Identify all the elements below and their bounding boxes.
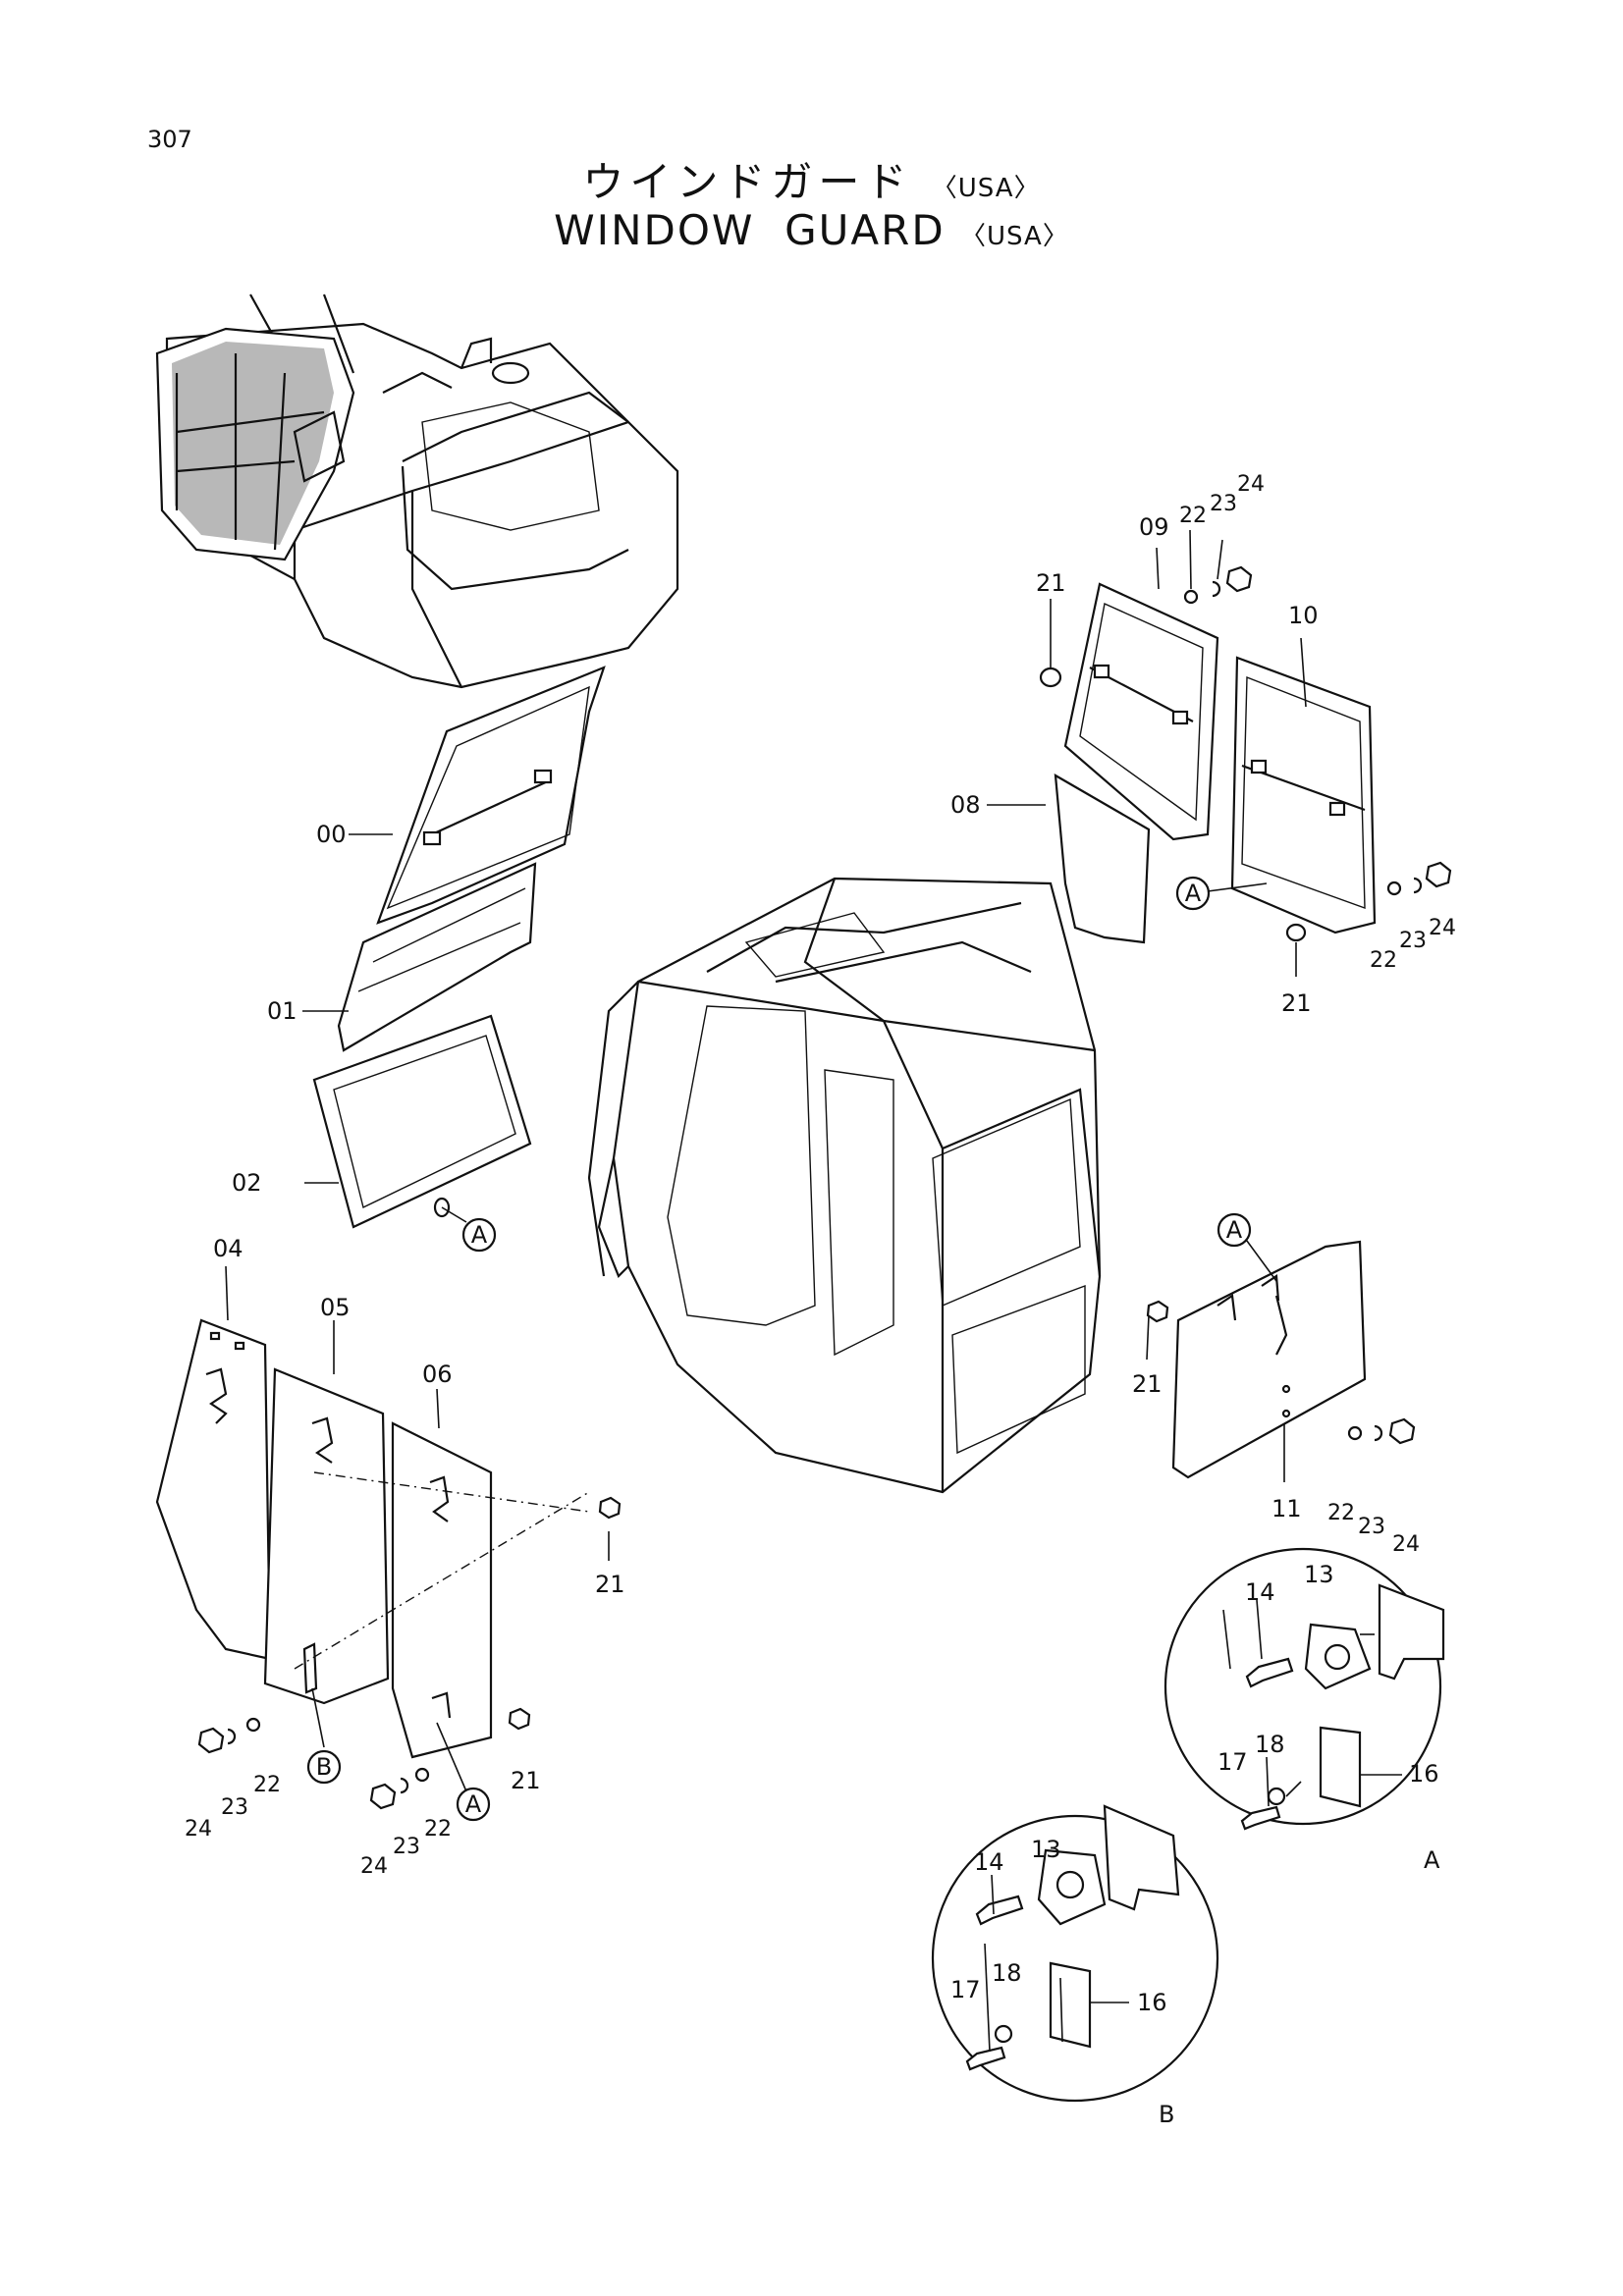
operator-cab: [587, 877, 1102, 1494]
label-22-top: 22: [1179, 504, 1207, 528]
callout-b-plate-letter: B: [316, 1753, 332, 1781]
side-window-guard-set: [1039, 565, 1452, 944]
page-number: 307: [147, 126, 192, 153]
title-japanese-qualifier: 〈USA〉: [931, 174, 1041, 203]
label-18-b: 18: [992, 1959, 1022, 1987]
label-08: 08: [950, 791, 981, 819]
title-japanese: ウインドガード 〈USA〉: [0, 149, 1623, 209]
leader-lines: [225, 529, 1402, 2053]
side-guard-plates: [155, 1318, 622, 1810]
label-21-rear: 21: [1132, 1370, 1163, 1398]
label-16-b: 16: [1137, 1989, 1167, 2016]
label-23-side: 23: [1399, 929, 1427, 953]
callout-a-rear: A: [1217, 1212, 1277, 1282]
title-english-text: WINDOW GUARD: [554, 206, 946, 254]
label-22-rear: 22: [1327, 1501, 1355, 1525]
label-24-plate: 24: [360, 1854, 388, 1879]
excavator-overview: [155, 294, 679, 689]
label-14-b: 14: [974, 1848, 1004, 1876]
label-16-a: 16: [1409, 1760, 1439, 1788]
label-23-top: 23: [1210, 492, 1237, 516]
callout-b-plate: B: [306, 1687, 342, 1785]
label-24-side: 24: [1429, 916, 1456, 940]
title-english: WINDOW GUARD 〈USA〉: [0, 206, 1623, 254]
label-24-left: 24: [185, 1817, 212, 1842]
label-24-rear: 24: [1392, 1532, 1420, 1557]
detail-circle-b: [931, 1804, 1219, 2103]
label-14-a: 14: [1245, 1578, 1275, 1606]
label-10: 10: [1288, 602, 1319, 629]
front-window-guard-set: [312, 666, 606, 1229]
label-24-top: 24: [1237, 472, 1265, 497]
callout-a-side-letter: A: [1185, 880, 1202, 907]
part-labels: 00 01 02 08 09 22 23 24 21 10 22 23 24 2…: [185, 472, 1456, 2128]
label-11: 11: [1271, 1495, 1302, 1522]
callout-a-plate: A: [436, 1722, 491, 1822]
label-09: 09: [1139, 513, 1169, 541]
label-01: 01: [267, 997, 298, 1025]
label-23-plate: 23: [393, 1835, 420, 1859]
label-21-side: 21: [1281, 989, 1312, 1017]
label-21-top: 21: [1036, 569, 1066, 597]
label-02: 02: [232, 1169, 262, 1197]
title-japanese-text: ウインドガード: [582, 158, 913, 206]
label-21-plate: 21: [511, 1767, 541, 1794]
label-ref-a: A: [1424, 1846, 1440, 1874]
label-04: 04: [213, 1235, 243, 1262]
label-ref-b: B: [1159, 2101, 1174, 2128]
label-17-b: 17: [950, 1976, 981, 2003]
label-06: 06: [422, 1361, 453, 1388]
label-23-left: 23: [221, 1795, 248, 1820]
title-english-qualifier: 〈USA〉: [960, 222, 1069, 251]
label-17-a: 17: [1217, 1748, 1248, 1776]
callout-a-rear-letter: A: [1226, 1216, 1243, 1244]
detail-circle-a: [1163, 1547, 1445, 1831]
label-18-a: 18: [1255, 1731, 1285, 1758]
label-13-b: 13: [1031, 1836, 1061, 1863]
rear-window-guard-set: [1146, 1240, 1416, 1479]
label-00: 00: [316, 821, 347, 848]
callout-a-front-letter: A: [471, 1221, 488, 1249]
label-05: 05: [320, 1294, 351, 1321]
label-23-rear: 23: [1358, 1515, 1385, 1539]
label-21-left: 21: [595, 1571, 625, 1598]
label-22-left: 22: [253, 1773, 281, 1797]
callout-a-front: A: [441, 1206, 497, 1253]
callout-a-plate-letter: A: [465, 1790, 482, 1818]
label-22-side: 22: [1370, 948, 1397, 973]
label-13-a: 13: [1304, 1561, 1334, 1588]
label-22-plate: 22: [424, 1817, 452, 1842]
callout-a-side: A: [1175, 876, 1268, 911]
